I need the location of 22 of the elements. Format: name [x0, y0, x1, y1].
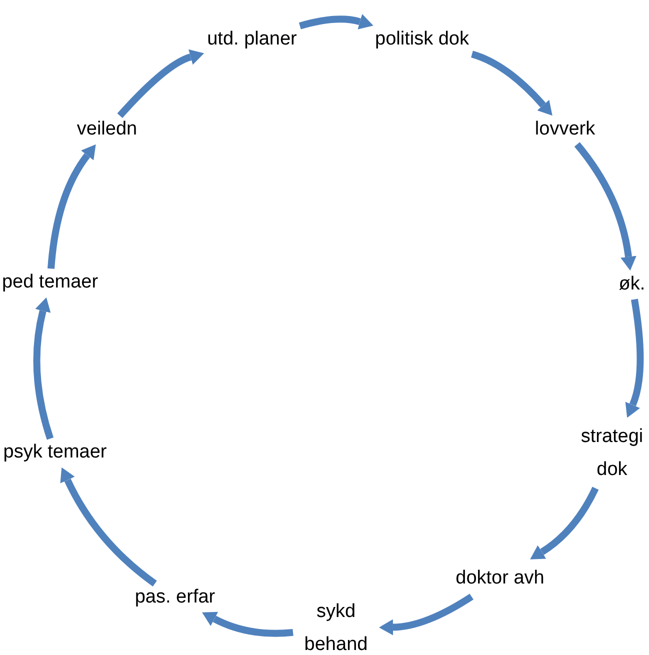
cycle-arrow	[202, 612, 294, 637]
node-label: sykd behand	[303, 600, 369, 655]
cycle-arrow	[33, 297, 54, 440]
cycle-arrow	[60, 467, 157, 586]
node-label: veiledn	[76, 118, 138, 142]
cycle-arrow	[625, 298, 644, 418]
cycle-arrow	[298, 14, 374, 30]
node-label: pas. erfar	[134, 586, 216, 610]
node-label: strategi dok	[580, 424, 644, 482]
node-label: psyk temaer	[3, 440, 107, 465]
cycle-arrow	[48, 144, 96, 269]
node-label: lovverk	[534, 118, 596, 142]
cycle-arrow	[530, 486, 599, 560]
node-label: doktor avh	[456, 566, 544, 590]
cycle-arrow	[470, 50, 553, 116]
node-label: øk.	[618, 272, 646, 297]
node-label: ped temaer	[2, 270, 98, 295]
cycle-arrow	[117, 49, 204, 118]
cycle-arrow	[574, 142, 636, 271]
node-label: utd. planer	[207, 28, 297, 52]
cycle-arrow	[379, 594, 474, 636]
node-label: politisk dok	[375, 28, 469, 52]
